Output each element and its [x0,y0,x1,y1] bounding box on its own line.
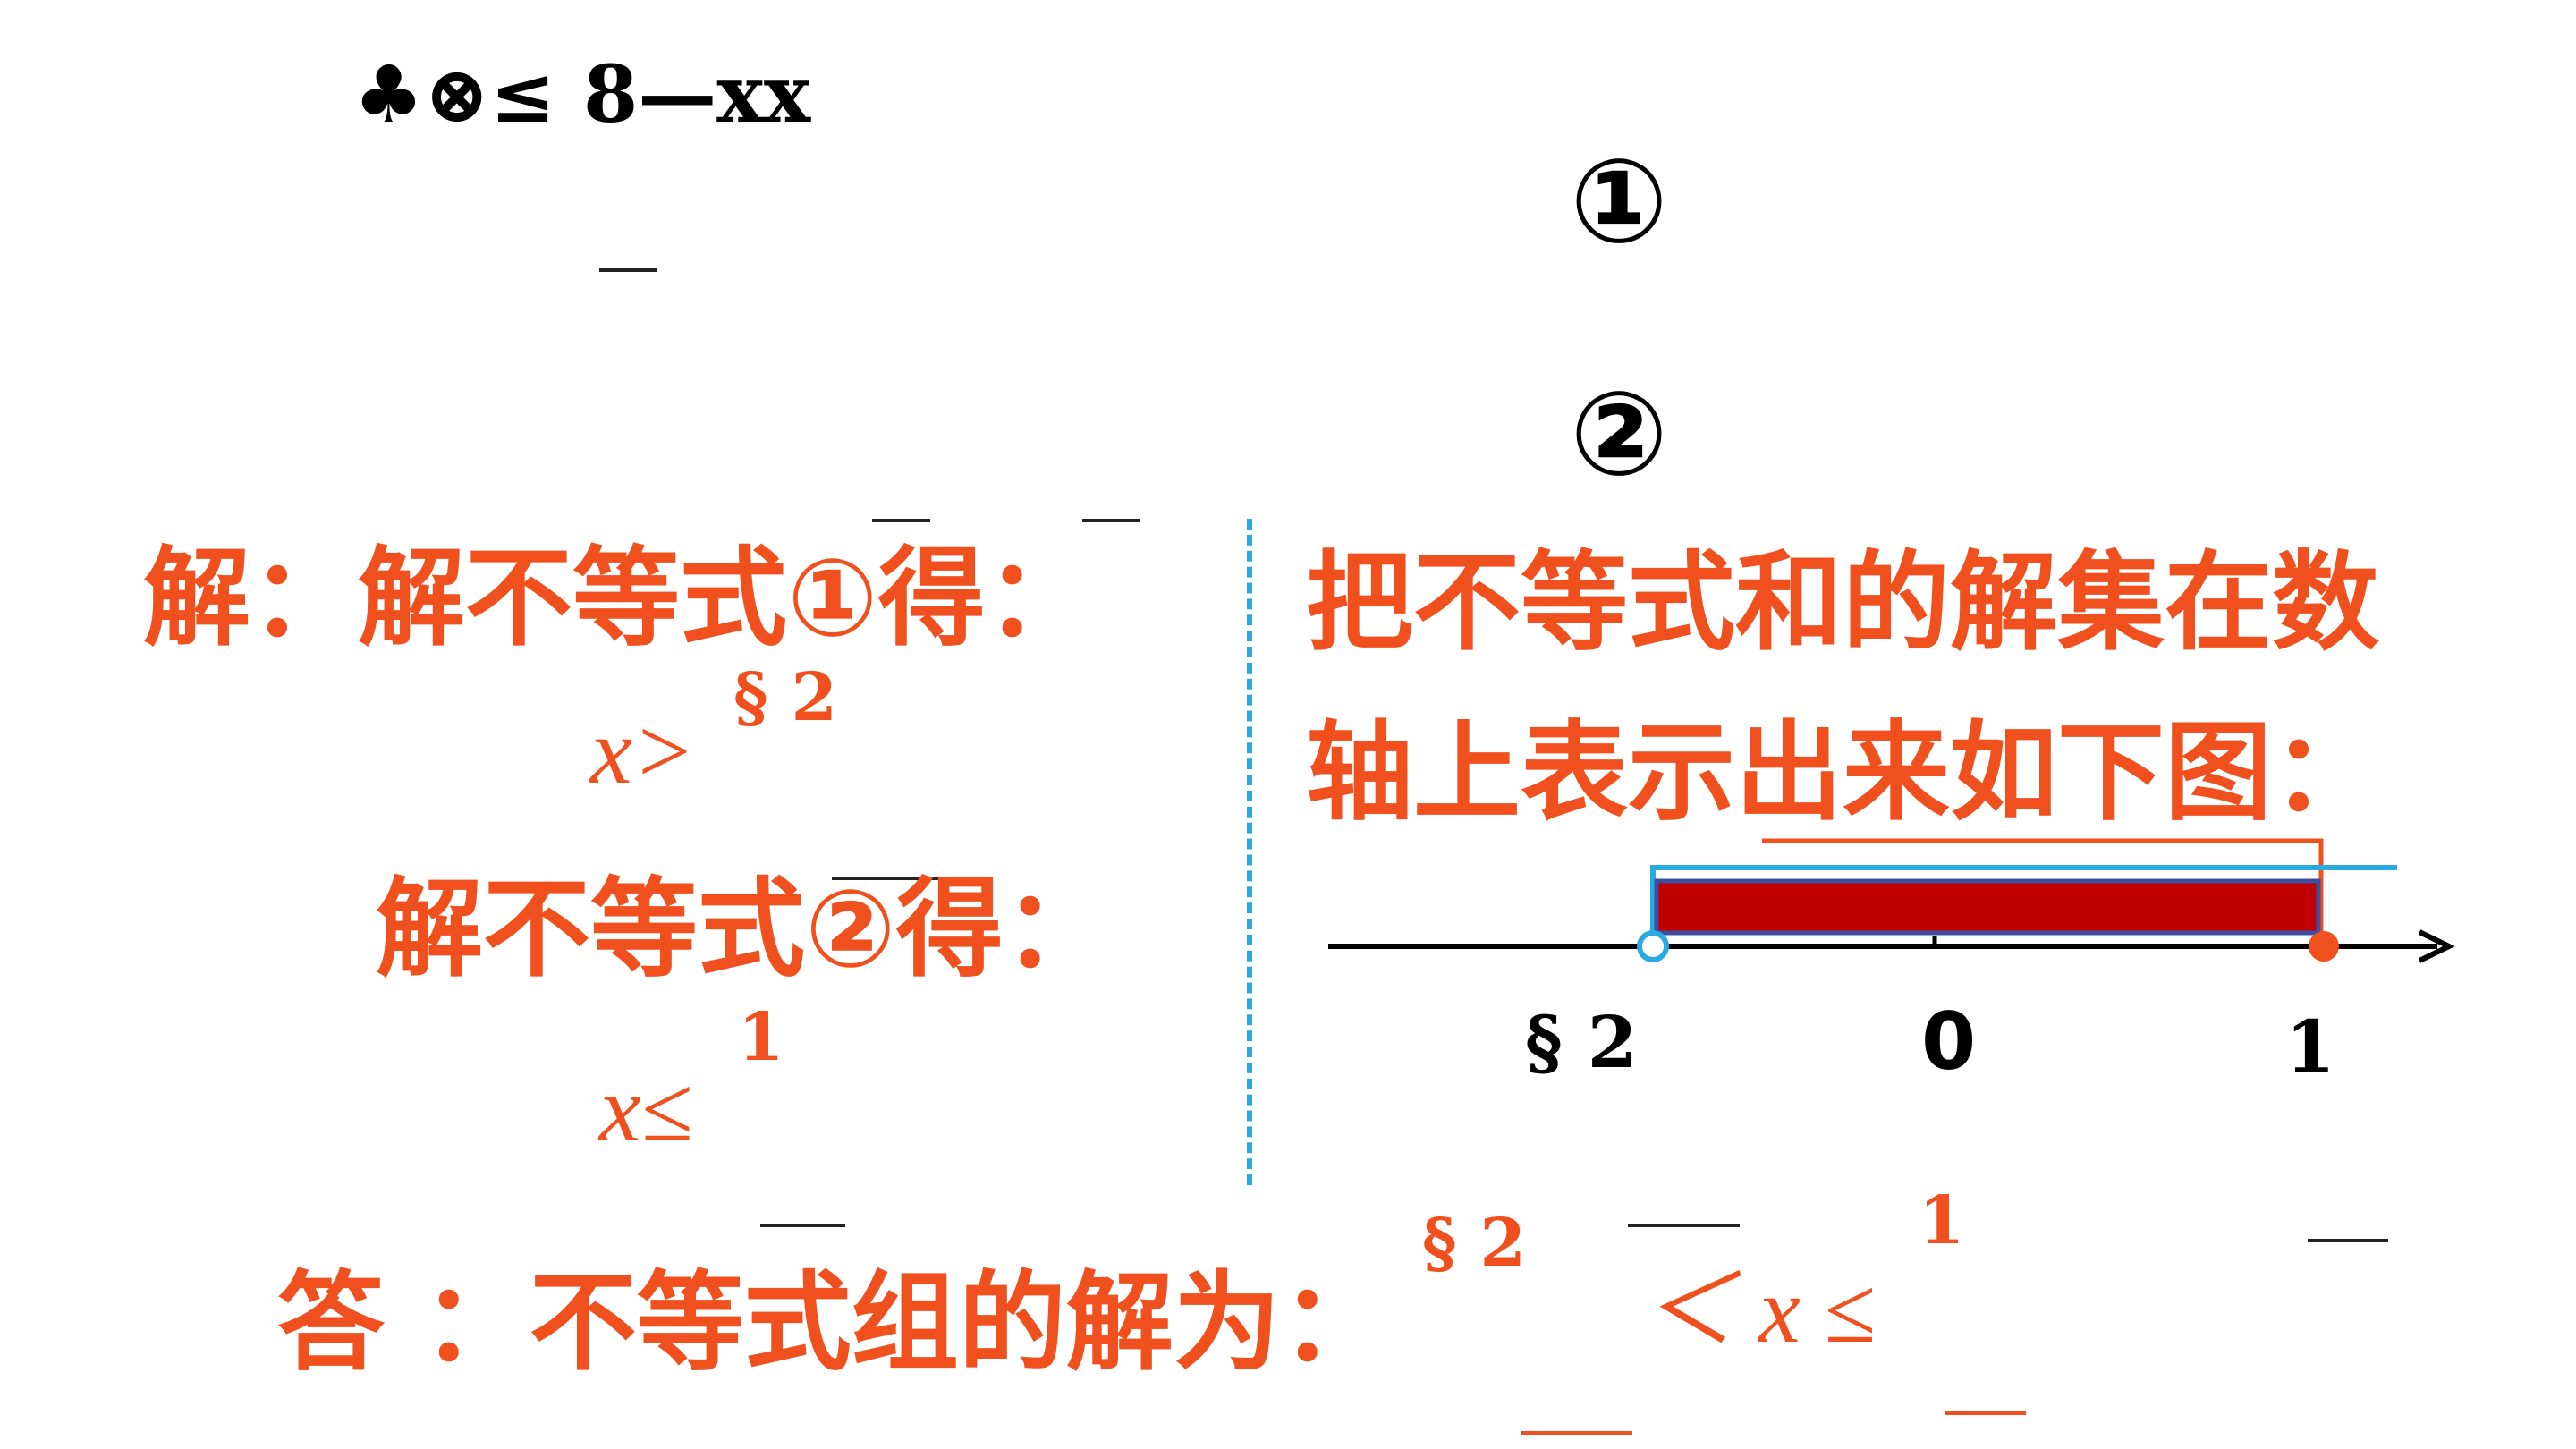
numberline-instruction-line1: 把不等式和的解集在数 [1306,541,2379,665]
solution-1-value: § 2 [733,659,837,736]
axis-arrow [2418,929,2455,963]
inequality-marker-2: ② [1570,366,1669,502]
solution-2-var: x≤ [599,1056,693,1161]
decorative-dash [832,877,948,880]
answer-high-bound: 1 [1919,1182,1965,1259]
solve-inequality-1-heading: 解：解不等式①得： [143,537,1093,661]
solution-region [1654,878,2321,936]
decorative-dash [760,1224,845,1227]
open-endpoint [1637,930,1669,962]
numberline-instruction-line2: 轴上表示出来如下图： [1306,711,2379,835]
closed-endpoint [2309,931,2339,962]
solve-inequality-2-heading: 解不等式②得： [376,868,1111,992]
decorative-dash [1945,1411,2026,1415]
decorative-dash [2308,1239,2388,1242]
answer-inequality: ＜ x ≤ [1641,1258,1876,1362]
answer-label: 答 ：不等式组的解为： [277,1261,1388,1385]
column-divider [1247,519,1252,1185]
solution-1-var: x> [590,699,696,803]
decorative-dash [599,268,657,272]
decorative-dash [1521,1431,1632,1435]
decorative-dash [872,519,930,522]
problem-expression: ♣⊗≤ 8—xx [353,47,811,140]
blue-bracket [1650,865,2397,946]
solution-2-value: 1 [738,999,784,1076]
inequality-marker-1: ① [1570,133,1669,269]
decorative-dash [1082,519,1140,522]
axis-label-0: 0 [1921,996,1977,1088]
answer-low-bound: § 2 [1422,1205,1526,1282]
axis-label-neg2: § 2 [1525,1000,1638,1084]
decorative-dash [1628,1224,1740,1227]
orange-bracket [1762,838,2324,939]
axis-label-1: 1 [2285,1004,2335,1089]
